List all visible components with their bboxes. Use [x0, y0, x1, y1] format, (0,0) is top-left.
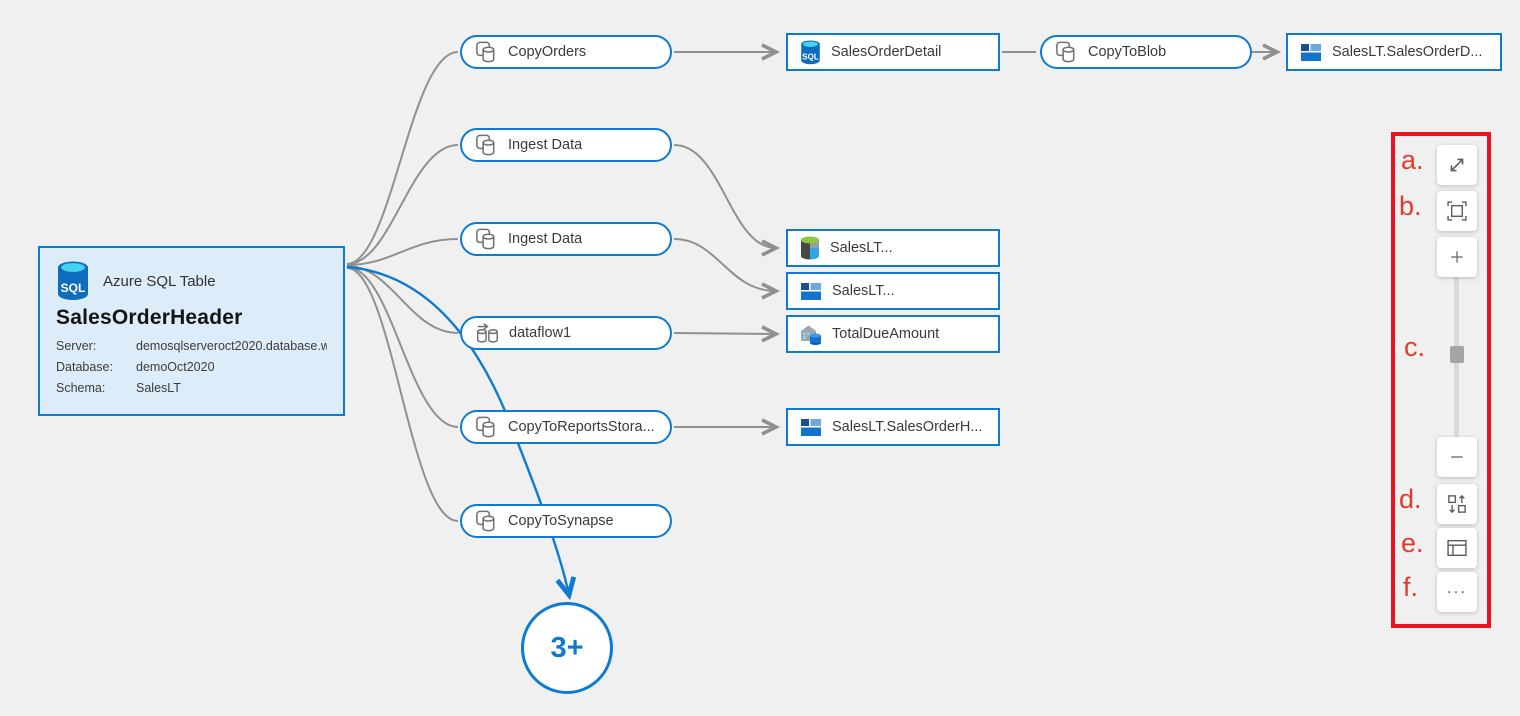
more-options-button[interactable]: ...: [1437, 572, 1477, 612]
annotation-label-b: b.: [1399, 191, 1422, 221]
zoom-in-button[interactable]: [1437, 237, 1477, 277]
annotation-label-a: a.: [1401, 145, 1424, 175]
dataflow-icon: [476, 322, 498, 343]
source-node-azure-sql-table[interactable]: SQL Azure SQL Table SalesOrderHeader Ser…: [38, 246, 345, 416]
auto-align-icon: [1448, 494, 1466, 514]
synapse-table-icon: [801, 325, 821, 345]
pipeline-node-ingest-data-2[interactable]: Ingest Data: [460, 222, 672, 256]
pipeline-node-copytoblob[interactable]: CopyToBlob: [1040, 35, 1252, 69]
dataset-node-totaldueamount[interactable]: TotalDueAmount: [786, 315, 1000, 353]
auto-align-button[interactable]: [1437, 484, 1477, 524]
minus-icon: [1451, 456, 1463, 458]
expand-icon: [1450, 158, 1464, 172]
property-row-database: Database: demoOct2020: [56, 360, 215, 374]
property-row-server: Server: demosqlserveroct2020.database.wi…: [56, 339, 327, 353]
azure-sql-icon: SQL: [801, 39, 820, 64]
ellipsis-icon: ...: [1446, 578, 1468, 597]
minimap-button[interactable]: [1437, 528, 1477, 568]
copy-activity-icon: [476, 41, 495, 62]
overflow-node-3plus[interactable]: 3+: [521, 602, 613, 694]
data-lake-icon: [801, 236, 819, 260]
copy-activity-icon: [1056, 41, 1075, 62]
fit-to-screen-button[interactable]: [1437, 191, 1477, 231]
dataset-node-saleslt-salesorderd[interactable]: SalesLT.SalesOrderD...: [1286, 33, 1502, 71]
dataset-node-saleslt-1[interactable]: SalesLT...: [786, 229, 1000, 267]
pipeline-node-ingest-data-1[interactable]: Ingest Data: [460, 128, 672, 162]
minimap-icon: [1447, 539, 1467, 557]
azure-sql-icon: SQL: [58, 261, 88, 300]
annotation-label-c: c.: [1404, 332, 1426, 362]
blob-table-icon: [1301, 44, 1321, 61]
gray-edges: [346, 43, 1282, 522]
svg-text:SQL: SQL: [61, 281, 86, 295]
dataset-node-salesorderdetail[interactable]: SQL SalesOrderDetail: [786, 33, 1000, 71]
annotation-label-d: d.: [1399, 484, 1422, 514]
expand-button[interactable]: [1437, 145, 1477, 185]
source-title: SalesOrderHeader: [56, 306, 243, 329]
dataset-node-saleslt-salesorderh[interactable]: SalesLT.SalesOrderH...: [786, 408, 1000, 446]
zoom-slider-thumb[interactable]: [1450, 346, 1464, 363]
annotation-frame: [1391, 132, 1491, 628]
source-properties: Server: demosqlserveroct2020.database.wi…: [56, 339, 327, 395]
blob-table-icon: [801, 283, 821, 300]
fit-to-screen-icon: [1447, 201, 1467, 221]
dataset-node-saleslt-2[interactable]: SalesLT...: [786, 272, 1000, 310]
pipeline-node-copytosynapse[interactable]: CopyToSynapse: [460, 504, 672, 538]
property-row-schema: Schema: SalesLT: [56, 381, 181, 395]
pipeline-node-dataflow1[interactable]: dataflow1: [460, 316, 672, 350]
zoom-out-button[interactable]: [1437, 437, 1477, 477]
copy-activity-icon: [476, 228, 495, 249]
copy-activity-icon: [476, 134, 495, 155]
pipeline-node-copytoreportsstorage[interactable]: CopyToReportsStora...: [460, 410, 672, 444]
plus-icon: [1451, 251, 1463, 263]
copy-activity-icon: [476, 416, 495, 437]
pipeline-node-copyorders[interactable]: CopyOrders: [460, 35, 672, 69]
annotation-label-f: f.: [1403, 572, 1419, 602]
copy-activity-icon: [476, 510, 495, 531]
svg-text:SQL: SQL: [802, 52, 819, 61]
blob-table-icon: [801, 419, 821, 436]
annotation-label-e: e.: [1401, 528, 1424, 558]
source-type-label: Azure SQL Table: [103, 272, 216, 290]
